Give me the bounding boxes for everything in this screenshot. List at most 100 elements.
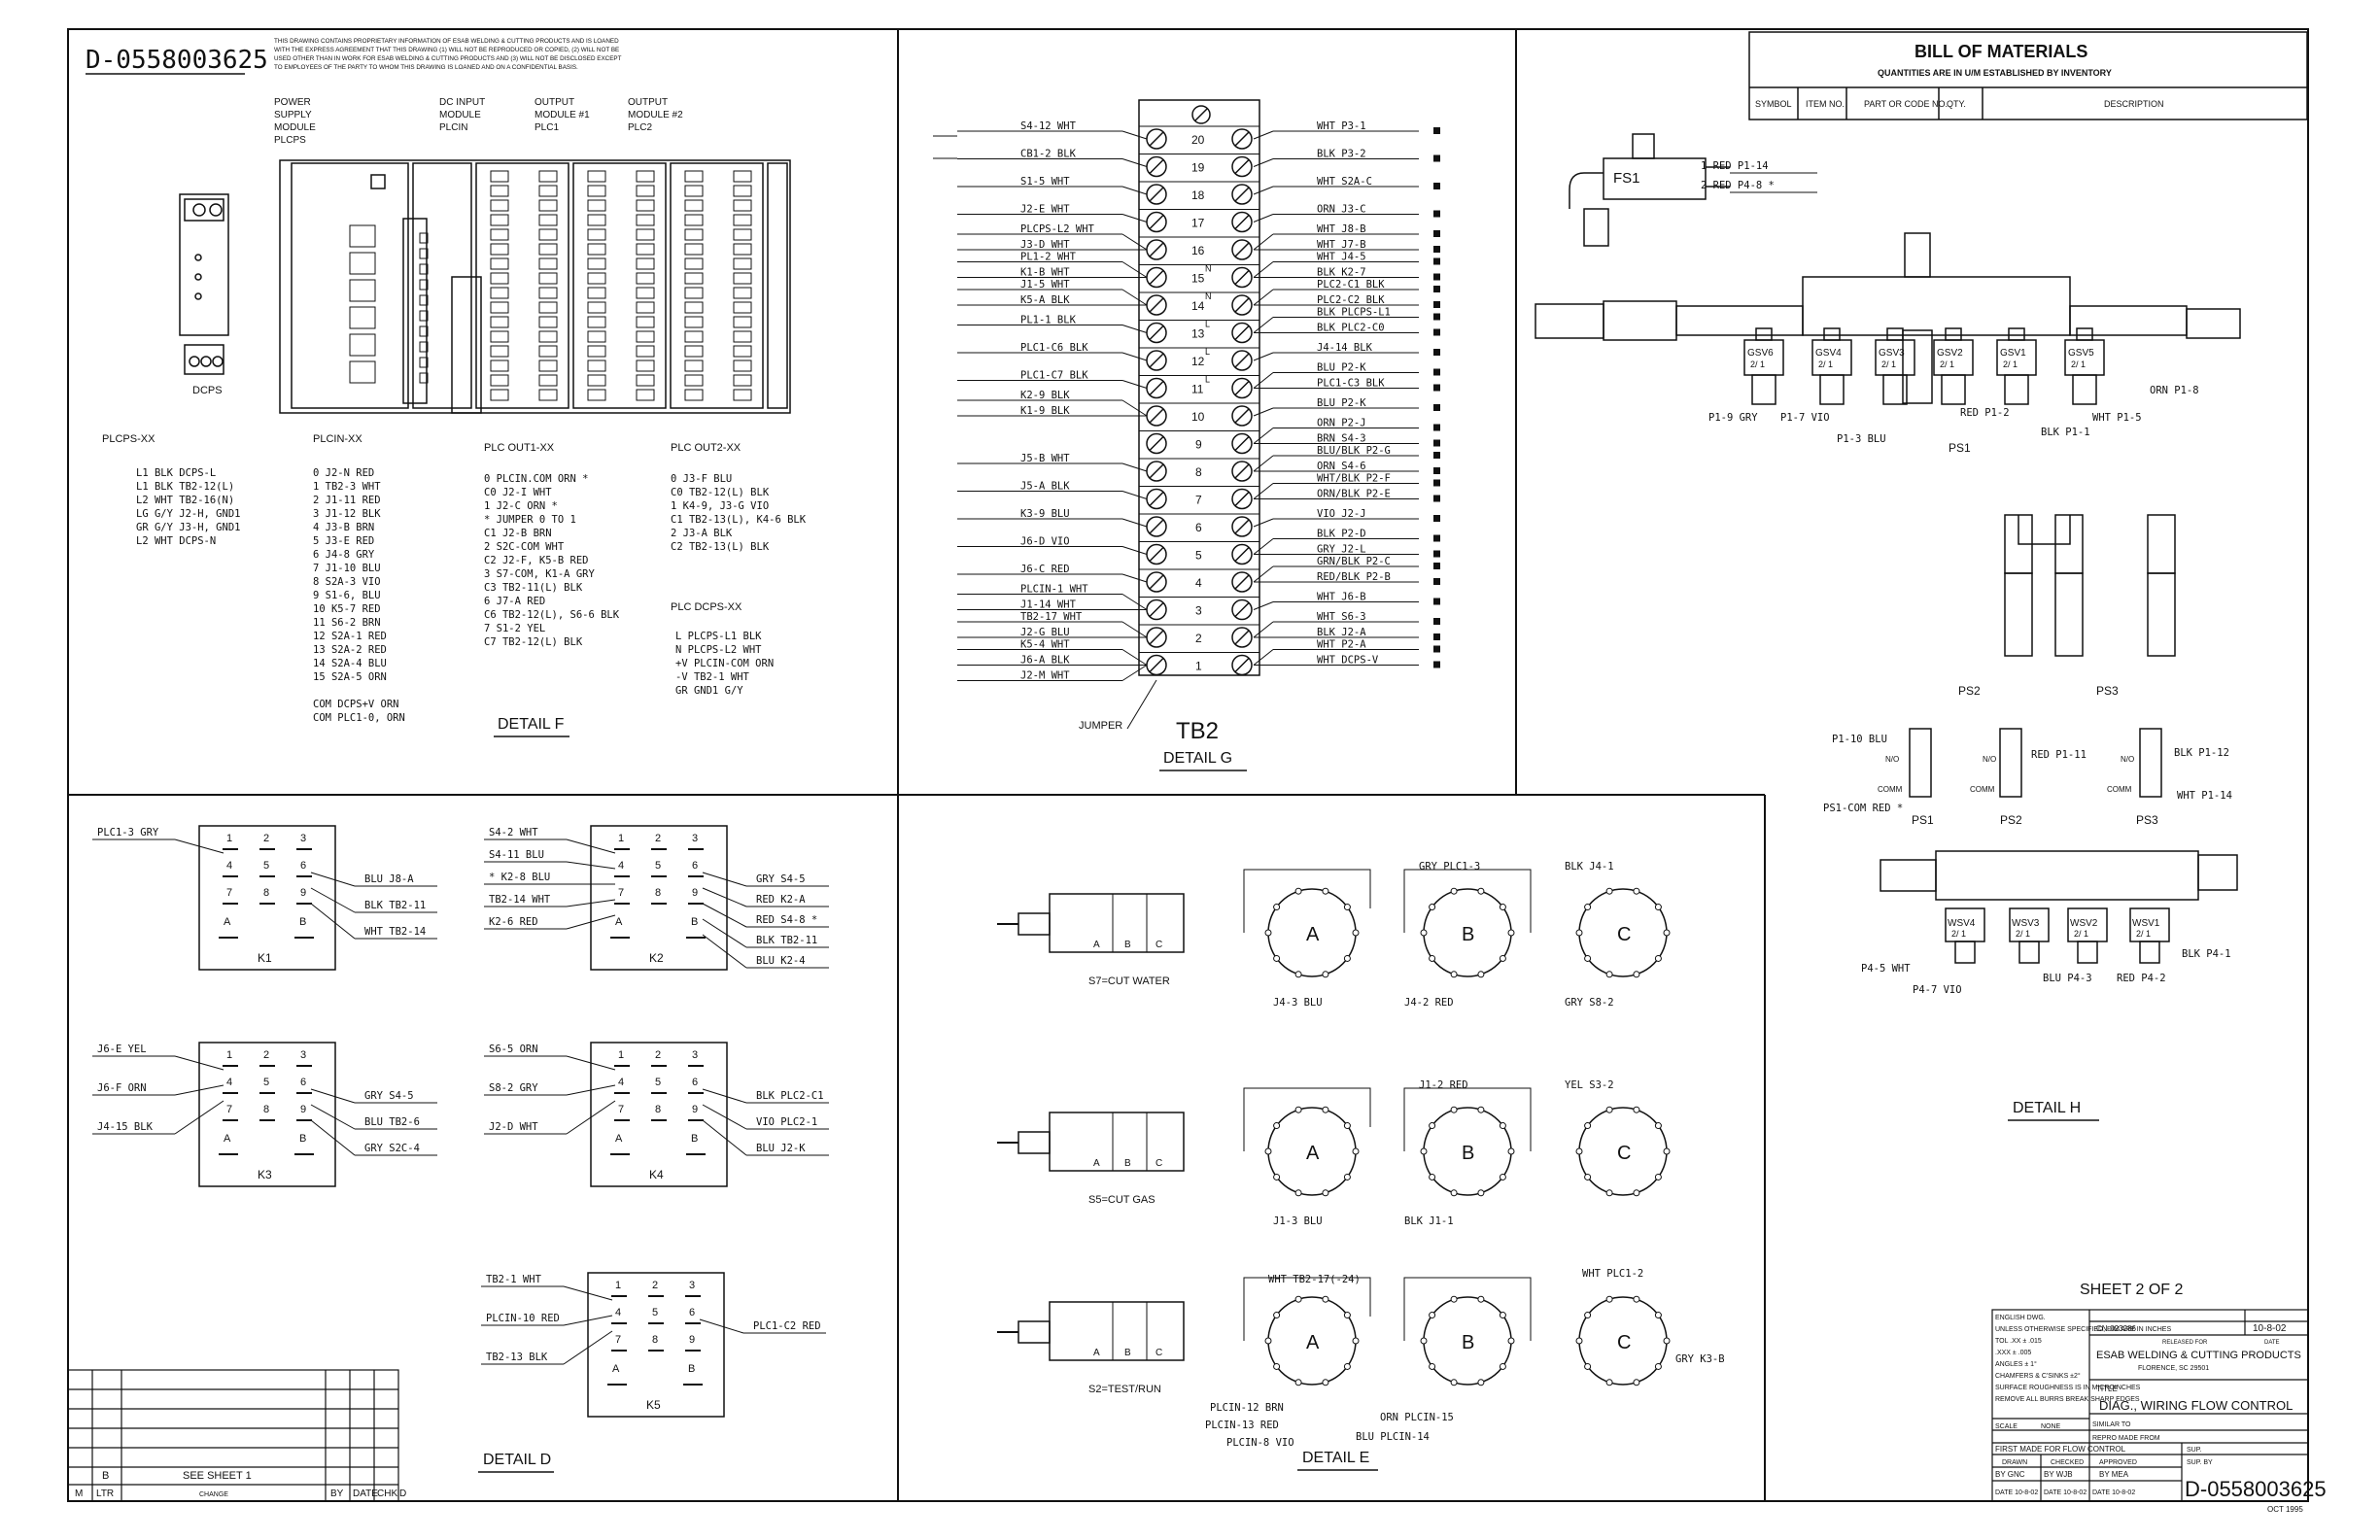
tolerance-line: .XXX ± .005 — [1995, 1350, 2031, 1356]
relay-left-wire: K2-6 RED — [489, 916, 538, 928]
water-wire-label: BLK P4-1 — [2182, 948, 2231, 960]
wire-row: 6 J4-8 GRY — [313, 549, 375, 561]
notice-line: USED OTHER THAN IN WORK FOR ESAB WELDING… — [274, 55, 622, 62]
relay-right-wire: PLC1-C2 RED — [753, 1320, 821, 1332]
wire-row: 2 S2C-COM WHT — [484, 541, 565, 553]
terminal-left-wire: K2-9 BLK — [1020, 390, 1070, 401]
water-valve-pins: 2/ 1 — [2016, 929, 2030, 939]
terminal-left-wire: PLCIN-1 WHT — [1020, 584, 1088, 596]
module-label-line: OUTPUT — [535, 97, 574, 108]
relay-left-wire: PLCIN-10 RED — [486, 1313, 560, 1324]
plcps-title: PLCPS-XX — [102, 433, 155, 445]
switch-wire-label: WHT TB2-17(-24) — [1268, 1274, 1361, 1285]
ps1-comm: COMM — [1878, 785, 1903, 794]
fs1-wire: 2 RED P4-8 * — [1701, 180, 1775, 191]
terminal-right-wire: PLC2-C1 BLK — [1317, 279, 1385, 291]
terminal-right-wire: BLU P2-K — [1317, 362, 1366, 374]
relay-pin: A — [224, 1133, 231, 1145]
wire-row: C0 TB2-12(L) BLK — [671, 487, 770, 498]
relay-left-wire: TB2-1 WHT — [486, 1274, 542, 1285]
revision-header: M — [75, 1489, 83, 1499]
date-label: DATE — [2264, 1340, 2280, 1346]
wire-row: 0 PLCIN.COM ORN * — [484, 473, 588, 485]
terminal-left-wire: PLC1-C7 BLK — [1020, 370, 1088, 382]
switch-deck-center: B — [1462, 1332, 1474, 1353]
terminal-number: 1 — [1195, 660, 1202, 673]
switch-deck-letter: C — [1156, 1348, 1162, 1358]
switch-deck-center: B — [1462, 1143, 1474, 1164]
terminal-left-wire: K1-9 BLK — [1020, 405, 1070, 417]
revision-header: DATE — [353, 1489, 378, 1499]
switch-wire-label: GRY S8-2 — [1565, 997, 1614, 1009]
water-valve-label: WSV1 — [2132, 918, 2160, 929]
sheet-border — [67, 28, 2309, 1502]
switch-deck-letter: A — [1093, 940, 1100, 950]
relay-right-wire: BLU K2-4 — [756, 955, 806, 967]
terminal-left-wire: K1-B WHT — [1020, 267, 1070, 279]
relay-pin: 5 — [652, 1307, 658, 1318]
ps1-wire: P1-10 BLU — [1832, 734, 1887, 745]
terminal-number: 18 — [1191, 188, 1205, 202]
terminal-right-wire: WHT J6-B — [1317, 592, 1366, 603]
switch-wire-label: YEL S3-2 — [1565, 1079, 1614, 1091]
module-label-line: SUPPLY — [274, 110, 312, 120]
switch-deck-center: B — [1462, 924, 1474, 945]
relay-right-wire: BLK TB2-11 — [756, 935, 817, 946]
terminal-side-letter: L — [1205, 347, 1210, 357]
relay-pin: 5 — [655, 1077, 661, 1088]
relay-pin: 5 — [655, 860, 661, 872]
gas-valve-pins: 2/ 1 — [1881, 359, 1896, 369]
module-label-line: PLC1 — [535, 122, 559, 133]
relay-pin: 2 — [655, 1049, 661, 1061]
wire-row: L2 WHT DCPS-N — [136, 535, 216, 547]
relay-pin: 7 — [618, 1104, 624, 1115]
terminal-left-wire: J2-E WHT — [1020, 204, 1070, 216]
proprietary-notice: THIS DRAWING CONTAINS PROPRIETARY INFORM… — [274, 38, 622, 71]
gas-wire-label: P1-9 GRY — [1708, 412, 1758, 424]
notice-line: TO EMPLOYEES OF THE PARTY TO WHOM THIS D… — [274, 64, 578, 71]
relay-pin: A — [612, 1363, 620, 1375]
switch-wire-label: PLCIN-8 VIO — [1226, 1437, 1294, 1449]
relay-pin: 8 — [263, 1104, 269, 1115]
relay-pin: B — [691, 1133, 698, 1145]
gas-valve-label: GSV2 — [1937, 348, 1963, 359]
wire-row: L1 BLK TB2-12(L) — [136, 481, 234, 493]
terminal-right-wire: ORN J3-C — [1317, 204, 1366, 216]
tolerance-line: SURFACE ROUGHNESS IS IN MICROINCHES — [1995, 1385, 2141, 1391]
bom-column-header: PART OR CODE NO. — [1864, 99, 1948, 109]
title-block-number: D-0558003625 — [2185, 1477, 2327, 1501]
revision-header: CHK'D — [377, 1489, 406, 1499]
ps3-wire-2: WHT P1-14 — [2177, 790, 2232, 802]
detail-d-title: DETAIL D — [483, 1452, 551, 1468]
wire-row: 8 S2A-3 VIO — [313, 576, 381, 588]
wire-row: C7 TB2-12(L) BLK — [484, 636, 583, 648]
relay-pin: 2 — [263, 1049, 269, 1061]
terminal-right-wire: WHT S2A-C — [1317, 176, 1372, 188]
detail-f-title: DETAIL F — [498, 716, 565, 733]
wire-row: 10 K5-7 RED — [313, 603, 381, 615]
relay-pin: 1 — [618, 833, 624, 844]
relay-right-wire: BLU J8-A — [364, 873, 414, 885]
wire-row: 14 S2A-4 BLU — [313, 658, 387, 669]
revision-header: LTR — [96, 1489, 114, 1499]
relay-pin: 6 — [300, 860, 306, 872]
scale-label: SCALE — [1995, 1423, 2018, 1430]
tolerance-line: REMOVE ALL BURRS BREAK SHARP EDGES — [1995, 1396, 2140, 1403]
relay-pin: A — [615, 916, 623, 928]
relay-pin: 8 — [655, 887, 661, 899]
terminal-right-wire: ORN/BLK P2-E — [1317, 489, 1391, 500]
tolerance-line: ENGLISH DWG. — [1995, 1315, 2046, 1321]
relay-name: K2 — [649, 951, 664, 965]
ps3-wire: BLK P1-12 — [2174, 747, 2229, 759]
module-label-line: MODULE #1 — [535, 110, 590, 120]
module-label-line: PLC2 — [628, 122, 652, 133]
relay-pin: 9 — [300, 1104, 306, 1115]
terminal-left-wire: PLCPS-L2 WHT — [1020, 223, 1095, 235]
bom-column-header: QTY. — [1947, 99, 1966, 109]
date-row: DATE 10-8-02 — [1995, 1489, 2038, 1496]
gas-valve-pins: 2/ 1 — [2003, 359, 2018, 369]
wire-row: * JUMPER 0 TO 1 — [484, 514, 576, 526]
bom-subtitle: QUANTITIES ARE IN U/M ESTABLISHED BY INV… — [1878, 68, 2112, 78]
